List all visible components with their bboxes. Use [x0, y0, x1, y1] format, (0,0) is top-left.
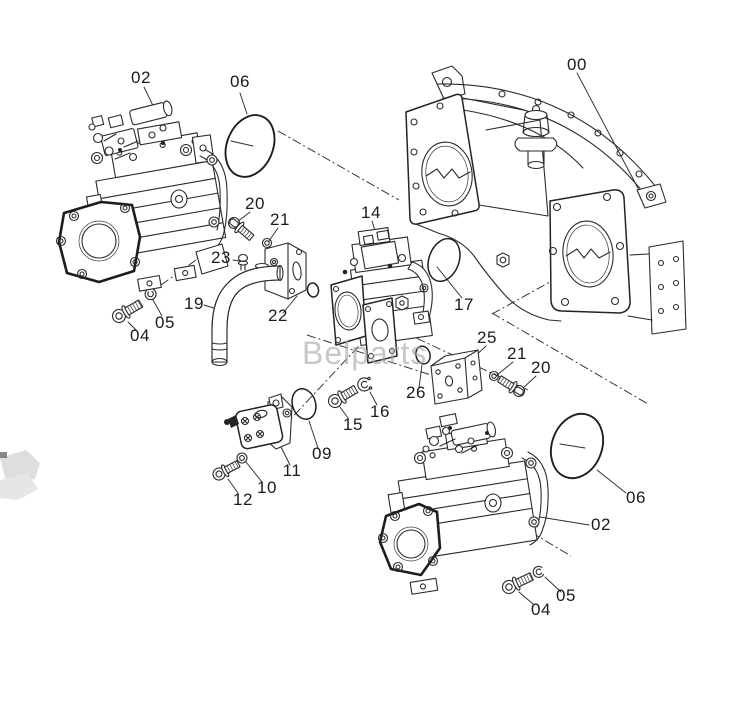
callout-02-bottom: 02 [591, 515, 611, 534]
washer-top-left-drawing [144, 288, 157, 301]
callout-06-bottom: 06 [626, 488, 646, 507]
callout-16: 16 [370, 402, 390, 421]
washer-gear-pump-drawing [236, 452, 248, 464]
elbow-pipe-drawing [211, 264, 284, 367]
o-ring-large-bottom-drawing [549, 412, 605, 480]
callout-17: 17 [454, 295, 474, 314]
callout-11: 11 [283, 461, 302, 480]
bolt-bottom-drawing [501, 572, 534, 595]
callout-19: 19 [184, 294, 204, 313]
watermark-text: Belparts [302, 335, 427, 371]
washer-upper-drawing [261, 237, 273, 249]
gearbox-housing-drawing [405, 65, 687, 335]
callout-09: 09 [312, 444, 332, 463]
callout-12: 12 [233, 490, 253, 509]
valve-block-drawing [430, 349, 483, 405]
bolt-gear-pump-drawing [212, 460, 241, 481]
callout-04-bottom: 04 [531, 600, 551, 619]
o-ring-elbow-drawing [306, 282, 320, 298]
plug-drawing [237, 253, 249, 271]
washer-lower-drawing [488, 370, 500, 382]
callout-10: 10 [257, 478, 277, 497]
o-ring-large-top-drawing [224, 114, 276, 178]
gear-pump-drawing [224, 393, 293, 450]
callout-23: 23 [211, 248, 231, 267]
callout-20-upper: 20 [245, 194, 265, 213]
edge-watermark-blob [0, 450, 40, 500]
o-ring-small-middle-drawing [415, 345, 431, 365]
bolt-top-left-drawing [111, 299, 144, 324]
washer-bottom-drawing [532, 565, 545, 578]
snap-ring-drawing [357, 376, 373, 392]
bolt-lower-drawing [497, 375, 526, 398]
hydraulic-pump-bottom-drawing [377, 413, 549, 595]
callout-02-top: 02 [131, 68, 151, 87]
callout-04-top: 04 [130, 326, 150, 345]
callout-05-top: 05 [155, 313, 175, 332]
callout-00: 00 [567, 55, 587, 74]
callout-21-upper: 21 [270, 210, 290, 229]
o-ring-gear-pump-drawing [291, 388, 317, 420]
pilot-pump-drawing [330, 227, 433, 364]
bolt-upper-drawing [227, 216, 255, 242]
callout-26: 26 [406, 383, 426, 402]
hydraulic-pump-top-drawing [55, 100, 229, 292]
callout-22: 22 [268, 306, 288, 325]
callout-21-lower: 21 [507, 344, 527, 363]
bolt-middle-drawing [327, 384, 359, 409]
callout-06-top: 06 [230, 72, 250, 91]
callout-05-bottom: 05 [556, 586, 576, 605]
o-ring-middle-drawing [427, 237, 461, 283]
callout-25: 25 [477, 328, 497, 347]
callout-14: 14 [361, 203, 381, 222]
callout-20-lower: 20 [531, 358, 551, 377]
callout-15: 15 [343, 415, 363, 434]
